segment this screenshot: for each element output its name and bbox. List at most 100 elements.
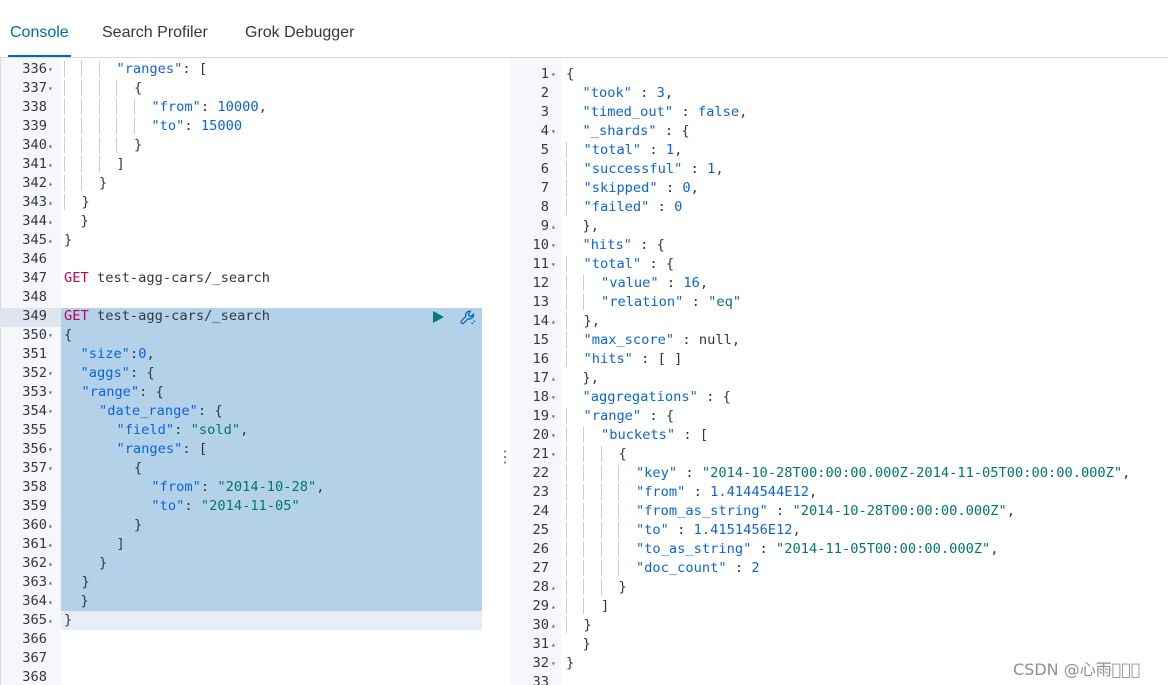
fold-close-icon[interactable]: ▴: [551, 317, 556, 326]
response-viewer-line[interactable]: 18▾ "aggregations" : {: [511, 388, 1168, 407]
request-editor-line[interactable]: 348: [0, 288, 497, 307]
request-editor-line[interactable]: 365▴}: [0, 611, 497, 630]
request-editor-line[interactable]: 339 "to": 15000: [0, 117, 497, 136]
fold-close-icon[interactable]: ▴: [48, 521, 53, 530]
fold-open-icon[interactable]: ▾: [48, 369, 53, 378]
fold-close-icon[interactable]: ▴: [551, 621, 556, 630]
fold-open-icon[interactable]: ▾: [48, 445, 53, 454]
response-viewer-line[interactable]: 15 "max_score" : null,: [511, 331, 1168, 350]
request-editor-line[interactable]: 363▴ }: [0, 573, 497, 592]
request-editor-line[interactable]: 338 "from": 10000,: [0, 98, 497, 117]
response-viewer-line[interactable]: 21▾ {: [511, 445, 1168, 464]
request-editor[interactable]: 336▾ "ranges": [337▾ {338 "from": 10000,…: [0, 58, 497, 685]
request-editor-line[interactable]: 353▾ "range": {: [0, 383, 497, 402]
tab-console[interactable]: Console: [8, 6, 71, 57]
fold-close-icon[interactable]: ▴: [551, 640, 556, 649]
request-editor-line[interactable]: 351 "size":0,: [0, 345, 497, 364]
response-viewer[interactable]: 1▾{2 "took" : 3,3 "timed_out" : false,4▾…: [511, 58, 1168, 685]
fold-open-icon[interactable]: ▾: [551, 127, 556, 136]
request-editor-line[interactable]: 359 "to": "2014-11-05": [0, 497, 497, 516]
fold-open-icon[interactable]: ▾: [551, 70, 556, 79]
request-editor-line[interactable]: 354▾ "date_range": {: [0, 402, 497, 421]
response-viewer-line[interactable]: 33: [511, 673, 1168, 685]
response-viewer-line[interactable]: 23 "from" : 1.4144544E12,: [511, 483, 1168, 502]
fold-close-icon[interactable]: ▴: [48, 217, 53, 226]
response-viewer-line[interactable]: 22 "key" : "2014-10-28T00:00:00.000Z-201…: [511, 464, 1168, 483]
play-icon[interactable]: [433, 311, 444, 323]
response-viewer-line[interactable]: 19▾ "range" : {: [511, 407, 1168, 426]
response-viewer-line[interactable]: 6 "successful" : 1,: [511, 160, 1168, 179]
fold-close-icon[interactable]: ▴: [48, 578, 53, 587]
request-editor-line[interactable]: 350▾{: [0, 326, 497, 345]
response-viewer-line[interactable]: 3 "timed_out" : false,: [511, 103, 1168, 122]
fold-open-icon[interactable]: ▾: [551, 393, 556, 402]
request-editor-line[interactable]: 360▴ }: [0, 516, 497, 535]
fold-close-icon[interactable]: ▴: [551, 222, 556, 231]
fold-open-icon[interactable]: ▾: [551, 659, 556, 668]
response-viewer-line[interactable]: 20▾ "buckets" : [: [511, 426, 1168, 445]
tab-grok-debugger[interactable]: Grok Debugger: [245, 24, 355, 41]
response-viewer-line[interactable]: 32▾}: [511, 654, 1168, 673]
response-viewer-line[interactable]: 16 "hits" : [ ]: [511, 350, 1168, 369]
request-editor-line[interactable]: 341▴ ]: [0, 155, 497, 174]
response-viewer-line[interactable]: 8 "failed" : 0: [511, 198, 1168, 217]
wrench-icon[interactable]: [459, 309, 477, 327]
response-viewer-line[interactable]: 13 "relation" : "eq": [511, 293, 1168, 312]
tab-search-profiler[interactable]: Search Profiler: [102, 24, 208, 41]
response-scrollbar[interactable]: [1160, 58, 1168, 685]
fold-open-icon[interactable]: ▾: [48, 407, 53, 416]
fold-open-icon[interactable]: ▾: [48, 464, 53, 473]
request-editor-line[interactable]: 343▴ }: [0, 193, 497, 212]
fold-close-icon[interactable]: ▴: [48, 559, 53, 568]
fold-open-icon[interactable]: ▾: [551, 431, 556, 440]
pane-resizer[interactable]: ⋮: [497, 58, 513, 685]
response-viewer-line[interactable]: 30▴ }: [511, 616, 1168, 635]
request-editor-line[interactable]: 357▾ {: [0, 459, 497, 478]
fold-close-icon[interactable]: ▴: [48, 540, 53, 549]
fold-close-icon[interactable]: ▴: [551, 602, 556, 611]
response-viewer-line[interactable]: 9▴ },: [511, 217, 1168, 236]
request-editor-line[interactable]: 345▴}: [0, 231, 497, 250]
request-editor-line[interactable]: 364▴ }: [0, 592, 497, 611]
request-editor-line[interactable]: 368: [0, 668, 497, 685]
response-viewer-line[interactable]: 5 "total" : 1,: [511, 141, 1168, 160]
vertical-dots-icon[interactable]: ⋮: [497, 449, 513, 466]
request-editor-line[interactable]: 367: [0, 649, 497, 668]
request-editor-line[interactable]: 361▴ ]: [0, 535, 497, 554]
fold-open-icon[interactable]: ▾: [48, 388, 53, 397]
fold-open-icon[interactable]: ▾: [551, 412, 556, 421]
fold-open-icon[interactable]: ▾: [48, 331, 53, 340]
response-viewer-line[interactable]: 29▴ ]: [511, 597, 1168, 616]
fold-close-icon[interactable]: ▴: [48, 141, 53, 150]
fold-close-icon[interactable]: ▴: [48, 198, 53, 207]
request-editor-line[interactable]: 346: [0, 250, 497, 269]
response-viewer-line[interactable]: 17▴ },: [511, 369, 1168, 388]
fold-close-icon[interactable]: ▴: [48, 236, 53, 245]
response-viewer-line[interactable]: 7 "skipped" : 0,: [511, 179, 1168, 198]
response-viewer-line[interactable]: 25 "to" : 1.4151456E12,: [511, 521, 1168, 540]
request-editor-line[interactable]: 336▾ "ranges": [: [0, 60, 497, 79]
request-editor-line[interactable]: 355 "field": "sold",: [0, 421, 497, 440]
response-viewer-line[interactable]: 14▴ },: [511, 312, 1168, 331]
response-viewer-line[interactable]: 11▾ "total" : {: [511, 255, 1168, 274]
fold-close-icon[interactable]: ▴: [48, 179, 53, 188]
fold-close-icon[interactable]: ▴: [551, 583, 556, 592]
request-editor-line[interactable]: 356▾ "ranges": [: [0, 440, 497, 459]
response-viewer-line[interactable]: 26 "to_as_string" : "2014-11-05T00:00:00…: [511, 540, 1168, 559]
fold-open-icon[interactable]: ▾: [551, 260, 556, 269]
fold-close-icon[interactable]: ▴: [551, 374, 556, 383]
fold-close-icon[interactable]: ▴: [48, 160, 53, 169]
request-editor-line[interactable]: 358 "from": "2014-10-28",: [0, 478, 497, 497]
fold-close-icon[interactable]: ▴: [48, 616, 53, 625]
request-editor-line[interactable]: 337▾ {: [0, 79, 497, 98]
request-editor-line[interactable]: 340▴ }: [0, 136, 497, 155]
response-viewer-line[interactable]: 2 "took" : 3,: [511, 84, 1168, 103]
response-viewer-line[interactable]: 28▴ }: [511, 578, 1168, 597]
response-viewer-line[interactable]: 31▴ }: [511, 635, 1168, 654]
response-viewer-line[interactable]: 10▾ "hits" : {: [511, 236, 1168, 255]
response-viewer-line[interactable]: 4▾ "_shards" : {: [511, 122, 1168, 141]
fold-open-icon[interactable]: ▾: [48, 84, 53, 93]
response-viewer-line[interactable]: 12 "value" : 16,: [511, 274, 1168, 293]
